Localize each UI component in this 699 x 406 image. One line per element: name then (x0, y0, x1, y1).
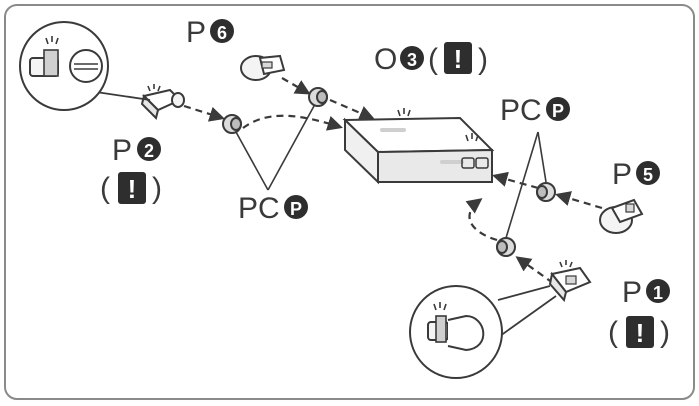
label-o3-open-paren: ( (428, 43, 438, 76)
label-p1-open-paren: ( (608, 316, 618, 349)
label-pcp-right-badge: P (552, 101, 564, 121)
plug-p6 (240, 54, 286, 81)
cap-left (222, 114, 242, 134)
label-p1: P 1 ( ! ) (608, 276, 670, 349)
battery-case-o3 (342, 108, 495, 185)
warning-icon: ! (636, 318, 645, 348)
plug-p2 (140, 84, 185, 120)
label-pcp-right-prefix: PC (500, 94, 542, 127)
label-p2-number: 2 (144, 141, 154, 161)
arrow-p5-to-pc (555, 191, 603, 210)
label-p6-number: 6 (217, 23, 227, 43)
label-p2-prefix: P (112, 134, 132, 167)
label-p5-prefix: P (612, 158, 632, 191)
zoom-callout-top (19, 21, 151, 111)
cap-bottom (496, 237, 516, 257)
warning-badge-p2 (118, 172, 146, 204)
warning-badge-p1 (626, 316, 654, 348)
label-p6-prefix: P (186, 16, 206, 49)
plug-p5 (599, 198, 644, 234)
warning-badge-o3 (444, 42, 472, 74)
label-pcp-left-prefix: PC (238, 192, 280, 225)
label-p2-open-paren: ( (100, 172, 110, 205)
warning-icon: ! (128, 174, 137, 204)
label-p2-close-paren: ) (152, 172, 162, 205)
warning-icon: ! (454, 44, 463, 74)
plastic-caps (222, 87, 556, 257)
label-p2: P 2 ( ! ) (100, 134, 162, 205)
label-p5-number: 5 (643, 165, 653, 185)
arrow-pc-to-case-left (242, 114, 343, 131)
zoom-callout-bottom (409, 285, 557, 379)
cap-right (536, 182, 556, 202)
label-p1-close-paren: ) (660, 316, 670, 349)
arrow-pc-to-case-top (329, 98, 375, 121)
plug-p1 (548, 260, 592, 303)
pc-leader-lines (235, 105, 547, 239)
assembly-arrows (183, 77, 603, 284)
label-pcp-left-badge: P (290, 199, 302, 219)
label-p1-prefix: P (622, 276, 642, 309)
cap-top (308, 87, 328, 107)
arrow-p6-to-pc (281, 77, 311, 95)
label-o3-number: 3 (407, 50, 417, 70)
label-pcp-left: PC P (238, 192, 308, 225)
arrow-pc-to-case-right (492, 171, 539, 190)
arrow-p2-to-pc (183, 104, 225, 122)
label-pcp-right: PC P (500, 94, 570, 127)
label-o3-prefix: O (374, 43, 397, 76)
arrow-pc-to-case-bottom (465, 198, 498, 242)
label-p1-number: 1 (653, 283, 663, 303)
label-o3-close-paren: ) (478, 43, 488, 76)
label-p6: P 6 (186, 16, 234, 49)
label-p5: P 5 (612, 158, 660, 191)
label-o3: O 3 ( ! ) (374, 42, 488, 76)
